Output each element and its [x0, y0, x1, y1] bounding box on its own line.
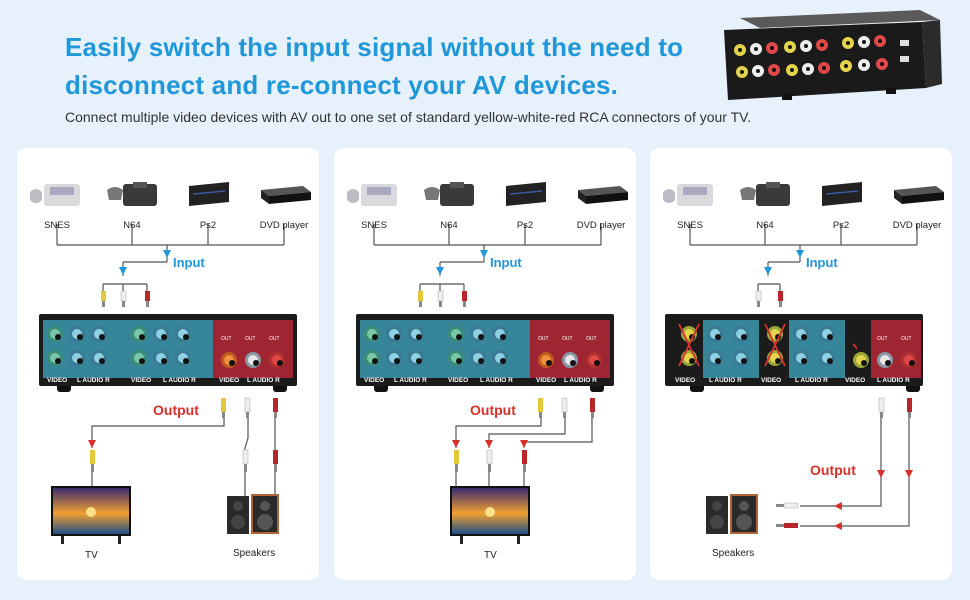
unused-video-cross-icon: [678, 323, 857, 367]
audio-label: L AUDIO R: [564, 377, 597, 384]
device-label: DVD player: [576, 220, 626, 231]
video-label: VIDEO: [219, 377, 240, 384]
tv-label: TV: [85, 550, 98, 561]
speakers-icon: [706, 494, 758, 534]
device-dvd-player: DVD player: [887, 178, 947, 231]
device-label: N64: [440, 220, 458, 231]
video-label: VIDEO: [448, 377, 469, 384]
dvd-player-icon: [261, 186, 311, 204]
n64-console-icon: [107, 182, 157, 206]
device-dvd-player: DVD player: [254, 178, 314, 231]
out-label: OUT: [901, 336, 912, 342]
panel-av-to-tv-and-speakers: SNES N64 Ps2 DVD player Input OUT OUT OU…: [17, 148, 319, 580]
headline-line-1: Easily switch the input signal without t…: [65, 32, 684, 62]
out-label: OUT: [562, 336, 573, 342]
wiring-lines: [689, 224, 918, 530]
video-label: VIDEO: [364, 377, 385, 384]
video-label: VIDEO: [761, 377, 782, 384]
snes-console-icon: [30, 184, 80, 206]
output-jack-area: [871, 320, 921, 378]
device-ps2: Ps2: [178, 178, 238, 231]
device-label: N64: [756, 220, 774, 231]
av-switch-product-image: [724, 10, 942, 100]
tv-label: TV: [484, 550, 497, 561]
device-dvd-player: DVD player: [571, 178, 631, 231]
output-jack-area: [530, 320, 610, 378]
device-label: SNES: [361, 220, 387, 231]
device-label: Ps2: [516, 220, 534, 231]
dvd-player-icon: [578, 186, 628, 204]
device-n64: N64: [419, 178, 479, 231]
device-label: DVD player: [259, 220, 309, 231]
audio-label: L AUDIO R: [247, 377, 280, 384]
wiring-lines: [56, 224, 285, 496]
out-label: OUT: [586, 336, 597, 342]
output-label: Output: [470, 402, 516, 418]
speakers-label: Speakers: [233, 548, 276, 559]
device-snes: SNES: [27, 178, 87, 231]
device-snes: SNES: [660, 178, 720, 231]
device-label: SNES: [677, 220, 703, 231]
input-label: Input: [173, 255, 205, 270]
audio-label: L AUDIO R: [77, 377, 110, 384]
out-label: OUT: [221, 336, 232, 342]
snes-console-icon: [347, 184, 397, 206]
out-label: OUT: [269, 336, 280, 342]
device-ps2: Ps2: [811, 178, 871, 231]
n64-console-icon: [424, 182, 474, 206]
panel-audio-to-speakers: SNES N64 Ps2 DVD player Input: [650, 148, 952, 580]
speakers-label: Speakers: [712, 548, 755, 559]
device-n64: N64: [102, 178, 162, 231]
n64-console-icon: [740, 182, 790, 206]
subline: Connect multiple video devices with AV o…: [65, 109, 752, 125]
output-label: Output: [810, 462, 856, 478]
audio-label: L AUDIO R: [394, 377, 427, 384]
audio-label: L AUDIO R: [877, 377, 910, 384]
audio-label: L AUDIO R: [480, 377, 513, 384]
dvd-player-icon: [894, 186, 944, 204]
out-label: OUT: [538, 336, 549, 342]
speakers-icon: [227, 494, 279, 534]
wiring-lines: [373, 224, 602, 486]
ps2-console-icon: [189, 182, 229, 206]
input-label: Input: [490, 255, 522, 270]
video-label: VIDEO: [47, 377, 68, 384]
device-snes: SNES: [344, 178, 404, 231]
audio-label: L AUDIO R: [709, 377, 742, 384]
device-label: N64: [123, 220, 141, 231]
device-label: DVD player: [892, 220, 942, 231]
audio-label: L AUDIO R: [795, 377, 828, 384]
av-switcher: OUT OUT OUT VIDEO L AUDIO R VIDEO L AUDI…: [356, 314, 614, 386]
video-label: VIDEO: [675, 377, 696, 384]
panel-composite-to-tv: SNES N64 Ps2 DVD player Input OUT OUT OU…: [334, 148, 636, 580]
audio-label: L AUDIO R: [163, 377, 196, 384]
av-switcher: OUT OUT OUT VIDEO L AUDIO R VIDEO L AUDI…: [39, 314, 297, 386]
out-label: OUT: [877, 336, 888, 342]
headline: Easily switch the input signal without t…: [65, 28, 715, 104]
device-n64: N64: [735, 178, 795, 231]
ps2-console-icon: [506, 182, 546, 206]
av-switcher: OUT OUT VIDEO L AUDIO R VIDEO L AUDIO R …: [665, 314, 923, 386]
video-label: VIDEO: [845, 377, 866, 384]
headline-line-2: disconnect and re-connect your AV device…: [65, 70, 619, 100]
device-label: Ps2: [832, 220, 850, 231]
ps2-console-icon: [822, 182, 862, 206]
device-label: Ps2: [199, 220, 217, 231]
output-jack-area: [213, 320, 293, 378]
input-label: Input: [806, 255, 838, 270]
output-label: Output: [153, 402, 199, 418]
out-label: OUT: [245, 336, 256, 342]
video-label: VIDEO: [536, 377, 557, 384]
tv-icon: [450, 486, 530, 544]
device-ps2: Ps2: [495, 178, 555, 231]
device-label: SNES: [44, 220, 70, 231]
tv-icon: [51, 486, 131, 544]
snes-console-icon: [663, 184, 713, 206]
video-label: VIDEO: [131, 377, 152, 384]
